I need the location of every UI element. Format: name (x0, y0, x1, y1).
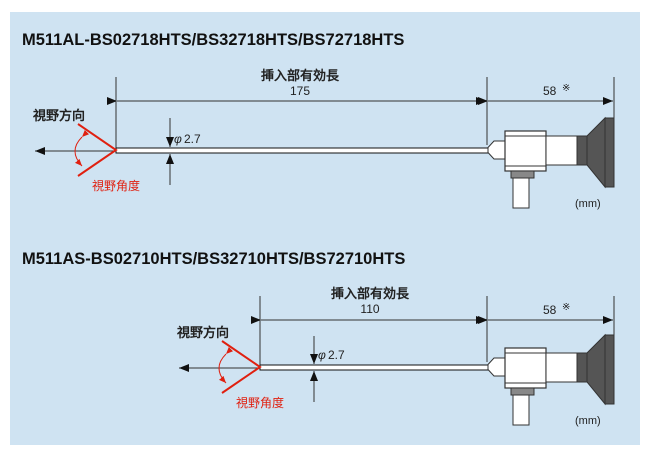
view-direction-label: 視野方向 (32, 108, 85, 123)
diagram-2: M511AS-BS02710HTS/BS32710HTS/BS72710HTS … (22, 250, 615, 427)
insertion-length: 110 (360, 302, 379, 316)
note-mark: ※ (562, 83, 570, 94)
view-angle-arc (218, 346, 234, 384)
insertion-label: 挿入部有効長 (261, 68, 340, 83)
note-mark: ※ (562, 302, 570, 313)
view-angle-lines (77, 123, 118, 177)
head-length: 58 (543, 303, 557, 317)
insertion-shaft (259, 364, 490, 371)
diameter-value: 2.7 (328, 348, 345, 362)
head-length: 58 (543, 84, 557, 98)
insertion-label: 挿入部有効長 (331, 286, 410, 301)
view-angle-lines (221, 340, 262, 394)
diameter-symbol: φ (318, 348, 326, 362)
handpiece (487, 334, 615, 426)
model-title: M511AS-BS02710HTS/BS32710HTS/BS72710HTS (22, 250, 405, 268)
view-angle-arc (74, 129, 90, 167)
view-angle-label: 視野角度 (92, 178, 140, 193)
insertion-shaft (115, 147, 490, 154)
model-title: M511AL-BS02718HTS/BS32718HTS/BS72718HTS (22, 31, 404, 49)
diameter-symbol: φ (174, 132, 182, 146)
view-angle-label: 視野角度 (236, 395, 284, 410)
view-direction-label: 視野方向 (176, 325, 229, 340)
insertion-length: 175 (290, 84, 310, 98)
handpiece (487, 117, 615, 209)
diameter-value: 2.7 (184, 132, 201, 146)
unit-label: (mm) (575, 415, 601, 427)
diagram-1: M511AL-BS02718HTS/BS32718HTS/BS72718HTS … (22, 31, 615, 210)
unit-label: (mm) (575, 198, 601, 210)
